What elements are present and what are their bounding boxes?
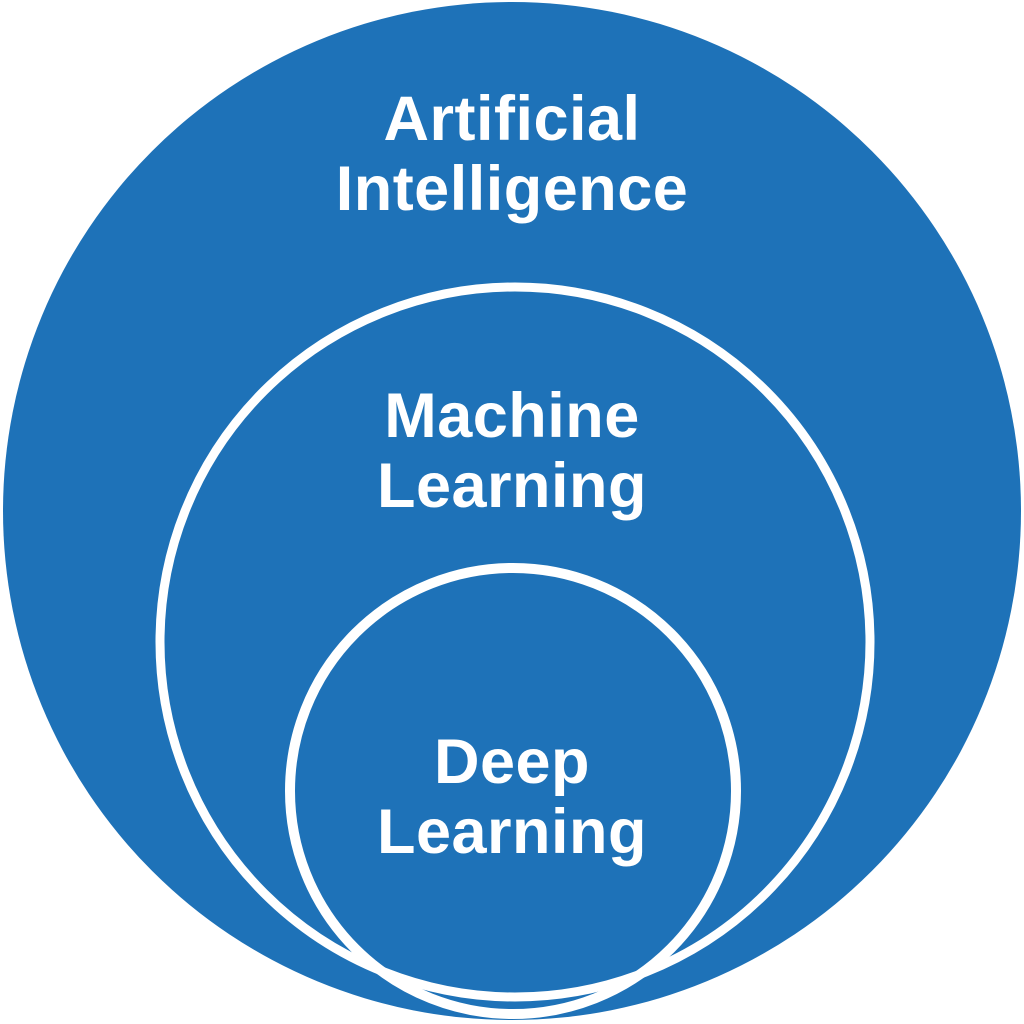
outer-circle-artificial-intelligence [3, 2, 1021, 1020]
inner-ring-deep-learning [285, 563, 741, 1019]
middle-ring-machine-learning [155, 282, 875, 1002]
